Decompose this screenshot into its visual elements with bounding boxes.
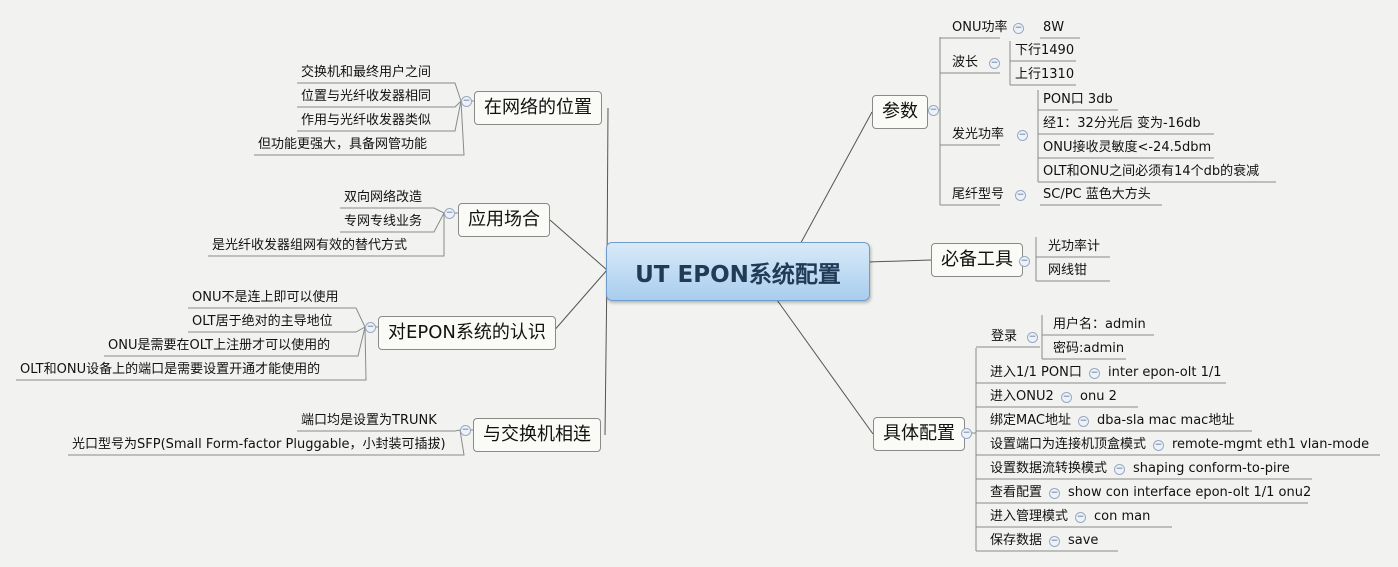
collapse-toggle-icon[interactable]: − xyxy=(1075,512,1086,523)
collapse-toggle-icon[interactable]: − xyxy=(1061,392,1072,403)
leaf-switch[interactable]: 端口均是设置为TRUNK xyxy=(301,413,437,428)
connector xyxy=(297,429,461,432)
collapse-toggle-icon[interactable]: − xyxy=(1114,464,1125,475)
connector xyxy=(16,326,367,381)
collapse-toggle-icon[interactable]: − xyxy=(1015,190,1026,201)
config-step-command[interactable]: inter epon-olt 1/1 xyxy=(1108,365,1222,380)
leaf-usage[interactable]: 是光纤收发器组网有效的替代方式 xyxy=(212,238,408,253)
param-value[interactable]: 8W xyxy=(1043,20,1065,35)
param-group-label: ONU功率 xyxy=(952,20,1008,35)
collapse-toggle-icon[interactable]: − xyxy=(365,322,376,333)
collapse-toggle-icon[interactable]: − xyxy=(1019,256,1030,267)
param-value[interactable]: ONU接收灵敏度<-24.5dbm xyxy=(1043,140,1212,155)
leaf-position[interactable]: 交换机和最终用户之间 xyxy=(301,65,432,80)
leaf-usage[interactable]: 双向网络改造 xyxy=(344,190,423,205)
collapse-toggle-icon[interactable]: − xyxy=(1153,440,1164,451)
connector xyxy=(297,100,462,108)
config-login-label: 登录 xyxy=(991,329,1018,344)
config-step-label: 保存数据 xyxy=(990,533,1043,548)
topic-understanding[interactable]: 对EPON系统的认识 xyxy=(378,316,556,350)
topic-config[interactable]: 具体配置 xyxy=(873,417,965,451)
collapse-toggle-icon[interactable]: − xyxy=(1089,368,1100,379)
config-step-label: 进入管理模式 xyxy=(990,509,1069,524)
topic-position[interactable]: 在网络的位置 xyxy=(474,91,602,125)
collapse-toggle-icon[interactable]: − xyxy=(1049,536,1060,547)
config-step-command[interactable]: dba-sla mac mac地址 xyxy=(1097,413,1235,428)
config-step-label: 查看配置 xyxy=(990,485,1043,500)
connector xyxy=(297,100,462,132)
leaf-position[interactable]: 但功能更强大，具备网管功能 xyxy=(258,137,428,152)
config-step-label: 设置端口为连接机顶盒模式 xyxy=(990,437,1147,452)
topic-switch[interactable]: 与交换机相连 xyxy=(473,418,601,452)
connector xyxy=(68,429,465,456)
leaf-understanding[interactable]: ONU不是连上即可以使用 xyxy=(192,290,339,305)
config-step-label: 设置数据流转换模式 xyxy=(990,461,1108,476)
connector xyxy=(254,100,465,156)
connector xyxy=(188,326,366,333)
connector xyxy=(340,207,445,214)
collapse-toggle-icon[interactable]: − xyxy=(1049,488,1060,499)
connector xyxy=(297,82,462,102)
config-step-label: 进入ONU2 xyxy=(990,389,1054,404)
connector xyxy=(208,213,445,257)
config-step-label: 进入1/1 PON口 xyxy=(990,365,1082,380)
leaf-understanding[interactable]: OLT居于绝对的主导地位 xyxy=(192,314,333,329)
collapse-toggle-icon[interactable]: − xyxy=(928,105,939,116)
connector xyxy=(188,307,366,328)
collapse-toggle-icon[interactable]: − xyxy=(461,96,472,107)
param-value[interactable]: PON口 3db xyxy=(1043,92,1113,107)
config-step-command[interactable]: shaping conform-to-pire xyxy=(1133,461,1290,476)
connector xyxy=(867,259,932,263)
param-value[interactable]: OLT和ONU之间必须有14个db的衰减 xyxy=(1043,164,1260,179)
param-value[interactable]: SC/PC 蓝色大方头 xyxy=(1043,187,1151,202)
param-value[interactable]: 上行1310 xyxy=(1015,67,1075,82)
topic-usage[interactable]: 应用场合 xyxy=(458,203,550,237)
collapse-toggle-icon[interactable]: − xyxy=(1017,130,1028,141)
login-item[interactable]: 用户名：admin xyxy=(1053,317,1146,332)
tool-item[interactable]: 网线钳 xyxy=(1048,263,1088,278)
leaf-understanding[interactable]: ONU是需要在OLT上注册才可以使用的 xyxy=(108,338,331,353)
connector xyxy=(551,269,608,334)
connector xyxy=(776,299,874,435)
collapse-toggle-icon[interactable]: − xyxy=(1078,416,1089,427)
collapse-toggle-icon[interactable]: − xyxy=(961,428,972,439)
collapse-toggle-icon[interactable]: − xyxy=(460,425,471,436)
connector xyxy=(796,111,873,251)
leaf-usage[interactable]: 专网专线业务 xyxy=(344,214,423,229)
topic-tools[interactable]: 必备工具 xyxy=(931,243,1023,277)
tool-item[interactable]: 光功率计 xyxy=(1048,239,1101,254)
config-step-command[interactable]: save xyxy=(1068,533,1099,548)
leaf-position[interactable]: 位置与光纤收发器相同 xyxy=(301,89,432,104)
config-step-command[interactable]: remote-mgmt eth1 vlan-mode xyxy=(1172,437,1370,452)
leaf-position[interactable]: 作用与光纤收发器类似 xyxy=(301,113,432,128)
param-group-label: 尾纤型号 xyxy=(952,187,1005,202)
collapse-toggle-icon[interactable]: − xyxy=(444,208,455,219)
param-value[interactable]: 下行1490 xyxy=(1015,43,1075,58)
leaf-switch[interactable]: 光口型号为SFP(Small Form-factor Pluggable，小封装… xyxy=(72,437,446,452)
config-step-label: 绑定MAC地址 xyxy=(990,413,1071,428)
config-step-command[interactable]: onu 2 xyxy=(1080,389,1117,404)
leaf-understanding[interactable]: OLT和ONU设备上的端口是需要设置开通才能使用的 xyxy=(20,362,321,377)
param-value[interactable]: 经1：32分光后 变为-16db xyxy=(1043,116,1201,131)
connector xyxy=(340,212,445,233)
param-group-label: 波长 xyxy=(952,55,979,70)
collapse-toggle-icon[interactable]: − xyxy=(1027,332,1038,343)
login-item[interactable]: 密码:admin xyxy=(1053,341,1125,356)
config-step-command[interactable]: con man xyxy=(1094,509,1151,524)
topic-params[interactable]: 参数 xyxy=(872,95,928,129)
connector xyxy=(549,219,608,271)
param-group-label: 发光功率 xyxy=(952,127,1005,142)
config-step-command[interactable]: show con interface epon-olt 1/1 onu2 xyxy=(1068,485,1312,500)
collapse-toggle-icon[interactable]: − xyxy=(989,58,1000,69)
collapse-toggle-icon[interactable]: − xyxy=(1013,23,1024,34)
connector xyxy=(104,326,366,357)
central-topic[interactable]: UT EPON系统配置 xyxy=(606,242,870,301)
